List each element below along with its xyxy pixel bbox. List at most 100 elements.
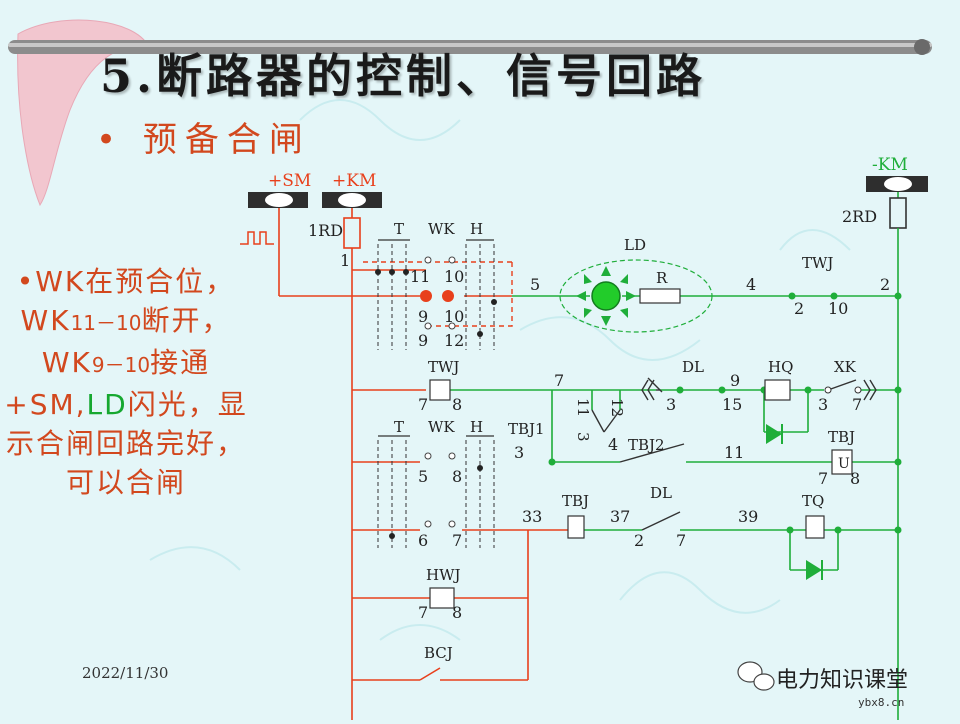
active-contacts: [420, 290, 454, 302]
terminal-4b: 4: [608, 435, 618, 454]
resistor-r: [639, 288, 681, 304]
terminal-12b: 12: [608, 398, 626, 417]
tbj1-label: TBJ1: [508, 420, 545, 438]
background-swirls: [149, 99, 851, 641]
explanation-note: •WK在预合位， WK11－10断开， WK9－10接通 +SM,LD闪光，显 …: [0, 262, 252, 502]
t-label-bottom: T: [394, 418, 404, 436]
diodes: [766, 424, 823, 580]
terminal-7e: 7: [676, 531, 686, 550]
terminal-8b: 8: [850, 469, 860, 488]
h-label-top: H: [470, 220, 483, 238]
lamp-ld: [591, 281, 621, 311]
terminal-10c: 10: [828, 299, 848, 318]
terminal-3b: 3: [818, 395, 828, 414]
tbj-coil-label: TBJ: [828, 428, 855, 446]
circuit-diagram: +SM +KM -KM: [240, 155, 928, 720]
footer-brand-sub: ybx8.cn: [858, 696, 905, 709]
terminal-3d: 3: [574, 432, 592, 442]
terminal-3c: 3: [514, 443, 524, 462]
xk-terminals: [824, 386, 862, 394]
note-line-4: +SM,LD闪光，显: [0, 385, 252, 424]
footer-brand: 电力知识课堂: [736, 662, 908, 694]
fuse1-label: 1RD: [308, 221, 343, 240]
note-line-4a: +SM,: [4, 388, 87, 421]
twj-contact-label: TWJ: [802, 254, 833, 272]
terminal-37: 37: [610, 507, 630, 526]
terminal-7f: 7: [452, 531, 462, 550]
terminal-10b: 10: [444, 307, 464, 326]
terminal-15: 15: [722, 395, 742, 414]
bus-km-label: +KM: [332, 171, 376, 191]
twj-label: TWJ: [428, 358, 459, 376]
terminal-6: 6: [418, 531, 428, 550]
note-line-3a: WK: [41, 346, 92, 379]
lamp-glow-ring: [559, 259, 713, 333]
wk-label-top: WK: [428, 220, 455, 238]
relay-coils: [429, 379, 853, 609]
slide-subtitle: • 预备合闸: [96, 120, 311, 160]
terminal-9a: 9: [418, 307, 428, 326]
terminal-4: 4: [746, 275, 756, 294]
note-line-3: WK9－10接通: [0, 343, 252, 385]
terminal-8a: 8: [452, 395, 462, 414]
note-line-4c: 闪光，显: [127, 388, 248, 421]
title-bar: [8, 39, 932, 55]
terminal-9b: 9: [418, 331, 428, 350]
terminal-2b: 2: [794, 299, 804, 318]
fuse2-label: 2RD: [842, 207, 877, 226]
tq-label: TQ: [802, 492, 824, 510]
note-line-4b: LD: [86, 388, 128, 421]
resistor-label: R: [656, 269, 668, 287]
terminal-7a: 7: [418, 395, 428, 414]
note-line-2a: WK: [20, 304, 71, 337]
hwj-label: HWJ: [426, 566, 461, 584]
dl-label-2: DL: [650, 484, 672, 502]
slide-title: 5.断路器的控制、信号回路: [100, 49, 707, 103]
bus-bars: [248, 176, 928, 208]
terminal-2c: 2: [634, 531, 644, 550]
lamp-label: LD: [624, 236, 646, 254]
terminal-11b: 11: [724, 443, 744, 462]
terminal-7c: 7: [852, 395, 862, 414]
note-line-6: 可以合闸: [65, 466, 186, 499]
lamp-rays: [576, 266, 636, 326]
wk-dashed-frame: [360, 261, 513, 327]
u-label: U: [838, 456, 850, 472]
terminal-5: 5: [530, 275, 540, 294]
bus-neg-label: -KM: [872, 155, 908, 175]
dl-label: DL: [682, 358, 704, 376]
switch-column-lines: [377, 244, 495, 548]
note-line-3c: 接通: [150, 346, 211, 379]
rotated-terminal-numbers: 11 12 3: [574, 398, 626, 442]
terminal-10a: 10: [444, 267, 464, 286]
wechat-icon: [737, 661, 775, 691]
pulse-symbol: [240, 231, 274, 245]
terminal-8d: 8: [452, 603, 462, 622]
tbj-label: TBJ: [562, 492, 589, 510]
position-arrows: [378, 239, 494, 437]
terminal-2: 2: [880, 275, 890, 294]
tbj2-label: TBJ2: [628, 436, 665, 454]
corner-swoosh: [17, 19, 151, 207]
wk-label-bottom: WK: [428, 418, 455, 436]
terminal-7d: 7: [818, 469, 828, 488]
terminal-9c: 9: [730, 371, 740, 390]
terminal-1: 1: [340, 251, 350, 270]
note-line-2c: 断开，: [141, 304, 232, 337]
hq-label: HQ: [768, 358, 793, 376]
footer-brand-text: 电力知识课堂: [776, 668, 909, 693]
red-wires: [278, 208, 568, 720]
h-label-bottom: H: [470, 418, 483, 436]
terminal-39: 39: [738, 507, 758, 526]
terminal-7g: 7: [418, 603, 428, 622]
bus-sm-label: +SM: [268, 171, 311, 191]
terminal-3a: 3: [666, 395, 676, 414]
note-line-1: •WK在预合位，: [16, 265, 236, 298]
t-label-top: T: [394, 220, 404, 238]
terminal-5b: 5: [418, 467, 428, 486]
contact-terminals: [424, 256, 456, 528]
terminal-numbers: 1 11 10 5 4 2 9 10 2 10 9 12 7 8 7 3 9 1…: [340, 251, 890, 622]
terminal-8c: 8: [452, 467, 462, 486]
